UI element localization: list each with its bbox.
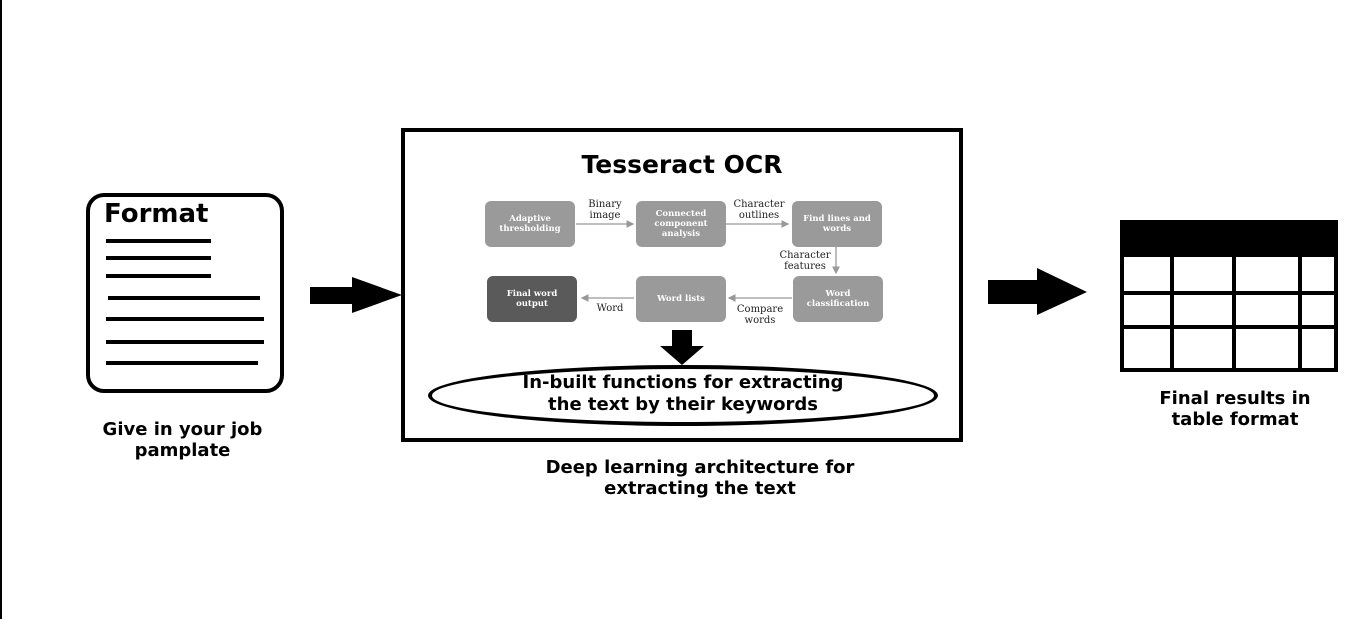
document-line (106, 274, 211, 278)
pipeline-connectors (576, 220, 840, 302)
node-connected-component: Connected component analysis (636, 201, 726, 247)
edge-label-binary-image: Binary image (588, 199, 622, 221)
right-arrow-icon (988, 268, 1087, 315)
left-border (0, 0, 2, 619)
table-icon (1120, 220, 1338, 372)
results-caption-line: table format (1171, 409, 1299, 430)
document-caption-line: Give in your job (102, 419, 263, 440)
node-find-lines: Find lines and words (792, 201, 882, 247)
document-caption-line: pamplate (134, 440, 231, 461)
keyword-functions-oval (428, 365, 938, 426)
document-line (106, 317, 264, 321)
edge-label-character-features: Character features (779, 250, 831, 272)
tesseract-title: Tesseract OCR (581, 150, 783, 179)
document-line (108, 296, 260, 300)
edge-label-word: Word (596, 303, 624, 314)
node-adaptive-thresholding: Adaptive thresholding (485, 201, 575, 247)
oval-text-line: In-built functions for extracting (522, 372, 844, 393)
document-title: Format (104, 199, 209, 229)
node-word-classification: Word classification (793, 276, 883, 322)
document-icon (86, 193, 284, 393)
keyword-functions-text: In-built functions for extracting the te… (428, 372, 938, 416)
document-line (106, 361, 258, 365)
tesseract-caption-line: extracting the text (604, 478, 796, 499)
oval-text-line: the text by their keywords (548, 394, 818, 415)
document-line (106, 340, 264, 344)
node-word-lists: Word lists (636, 276, 726, 322)
document-line (106, 256, 211, 260)
document-caption: Give in your job pamplate (70, 419, 295, 461)
document-line (106, 239, 211, 243)
edge-label-compare-words: Compare words (736, 304, 784, 326)
right-arrow-icon (310, 277, 402, 313)
down-arrow-icon (660, 330, 704, 365)
results-caption: Final results in table format (1120, 388, 1350, 430)
edge-label-character-outlines: Character outlines (733, 199, 785, 221)
results-caption-line: Final results in (1159, 388, 1311, 409)
node-final-word-output: Final word output (487, 276, 577, 322)
tesseract-caption-line: Deep learning architecture for (545, 457, 855, 478)
tesseract-caption: Deep learning architecture for extractin… (470, 457, 930, 499)
